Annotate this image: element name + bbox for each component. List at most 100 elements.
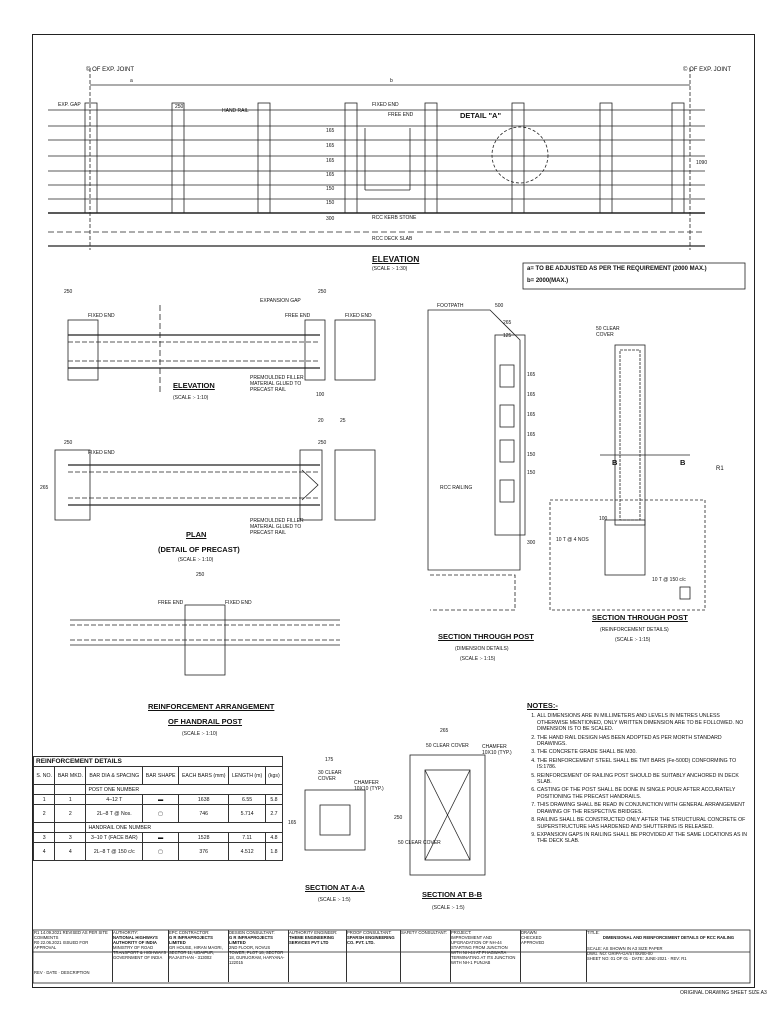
legend-line-b: b= 2000(MAX.): [527, 278, 569, 284]
elevation-title: ELEVATION: [372, 254, 420, 264]
pe-dim-250b: 250: [318, 289, 327, 295]
pe-exp-gap: EXPANSION GAP: [260, 298, 301, 304]
sp-dim-265: 265: [503, 320, 512, 326]
cell: 1: [32, 794, 56, 805]
cell: 4: [32, 842, 56, 861]
sp-dim-3: 165: [527, 412, 536, 418]
aa-title: SECTION AT A-A: [305, 883, 365, 892]
cell: 1638: [178, 794, 230, 805]
free-end-label: FREE END: [388, 112, 414, 118]
sp-dim-5: 150: [527, 452, 536, 458]
cell: 4–12 T: [85, 794, 144, 805]
cell: 2: [32, 804, 56, 823]
height-dim-7: 300: [326, 216, 335, 222]
rcc-deck-label: RCC DECK SLAB: [372, 236, 413, 242]
reinforcement-table: REINFORCEMENT DETAILS S. NO. BAR MKD. BA…: [32, 756, 284, 861]
cell: 4.8: [264, 832, 284, 843]
authority-block: AUTHORITY: NATIONAL HIGHWAYS AUTHORITY O…: [112, 930, 167, 982]
footer-note: ORIGINAL DRAWING SHEET SIZE A3: [680, 990, 767, 996]
bb-dim-250: 250: [394, 815, 403, 821]
sp-dim-7: 300: [527, 540, 536, 546]
sr-b-left: B: [612, 458, 618, 467]
note-item: THE REINFORCEMENT STEEL SHALL BE TMT BAR…: [537, 758, 749, 771]
sp-dim-125: 125: [503, 333, 512, 339]
notes-block: NOTES:- ALL DIMENSIONS ARE IN MILLIMETER…: [527, 701, 749, 847]
note-item: ALL DIMENSIONS ARE IN MILLIMETERS AND LE…: [537, 713, 749, 732]
exp-gap-label: EXP. GAP: [58, 102, 81, 108]
bb-title: SECTION AT B-B: [422, 890, 482, 899]
plan-dim-250a: 250: [64, 440, 73, 446]
pe-dim-250a: 250: [64, 289, 73, 295]
group-handrail: HANDRAIL ONE NUMBER: [85, 822, 283, 833]
signoff-block: DRAWN CHECKED APPROVED: [520, 930, 585, 982]
cell: 5.714: [228, 804, 266, 823]
hp-fixed-end: FIXED END: [225, 600, 252, 606]
pe-title: ELEVATION: [173, 381, 215, 390]
detail-a-label: DETAIL "A": [460, 111, 502, 120]
design-block: DESIGN CONSULTANT: G R INFRAPROJECTS LIM…: [228, 930, 287, 982]
hp-title-2: OF HANDRAIL POST: [168, 717, 243, 726]
dim-a: a: [130, 78, 133, 84]
sp-dim-6: 150: [527, 470, 536, 476]
cell: 2.7: [264, 804, 284, 823]
cell: 5.8: [264, 794, 284, 805]
sr-scale: (SCALE :- 1:15): [615, 637, 651, 643]
th-bar-mkd: BAR MKD.: [54, 766, 87, 785]
note-item: THE CONCRETE GRADE SHALL BE M30.: [537, 749, 749, 755]
group-post: POST ONE NUMBER: [85, 784, 283, 795]
pe-dim-25: 25: [340, 418, 346, 424]
height-dim-6: 150: [326, 200, 335, 206]
sp-dim-500: 500: [495, 303, 504, 309]
th-sno: S. NO.: [32, 766, 56, 785]
height-dim-3: 165: [326, 158, 335, 164]
cell: 6.55: [228, 794, 266, 805]
sr-cover: 50 CLEAR COVER: [596, 326, 620, 338]
left-joint-label: © OF EXP. JOINT: [86, 67, 134, 73]
cell: 2L–8 T @ 150 c/c: [85, 842, 144, 861]
note-item: RAILING SHALL BE CONSTRUCTED ONLY AFTER …: [537, 817, 749, 830]
cell: 4.512: [228, 842, 266, 861]
notes-list: ALL DIMENSIONS ARE IN MILLIMETERS AND LE…: [527, 713, 749, 844]
sr-bar2: 10 T @ 150 c/c: [652, 577, 686, 583]
sr-b-right: B: [680, 458, 686, 467]
cell: 3: [32, 832, 56, 843]
revision-block: R1 14.09.2021 REVISED AS PER SITE COMMEN…: [34, 930, 110, 982]
bb-chamfer: CHAMFER 10X10 (TYP.): [482, 744, 512, 756]
height-dim-2: 165: [326, 143, 335, 149]
pe-fixed-end: FIXED END: [88, 313, 115, 319]
table-row: 3 3 3–10 T (FACE BAR) ▬ 1528 7.11 4.8: [32, 832, 284, 843]
cell: 376: [178, 842, 230, 861]
legend-line-a: a= TO BE ADJUSTED AS PER THE REQUIREMENT…: [527, 266, 707, 272]
sp-dim-4: 165: [527, 432, 536, 438]
hp-free-end: FREE END: [158, 600, 184, 606]
cell: 4: [54, 842, 87, 861]
bar-shape-straight-icon: ▬: [142, 794, 180, 805]
cell: 746: [178, 804, 230, 823]
height-dim-1: 165: [326, 128, 335, 134]
sr-bar1: 10 T @ 4 NOS: [556, 537, 589, 543]
notes-title: NOTES:-: [527, 701, 558, 710]
pe-dim-100: 100: [316, 392, 325, 398]
aa-cover: 30 CLEAR COVER: [318, 770, 342, 782]
th-bar-shape: BAR SHAPE: [142, 766, 180, 785]
revision-row: R0 22.06.2021 ISSUED FOR APPROVAL: [34, 940, 89, 950]
plan-filler: PREMOULDED FILLER MATERIAL GLUED TO PREC…: [250, 518, 304, 536]
hp-dim: 250: [196, 572, 205, 578]
right-height-dim: 1090: [696, 160, 708, 166]
epc-block: EPC CONTRACTOR: G R INFRAPROJECTS LIMITE…: [168, 930, 227, 982]
revision-headers: REV · DATE · DESCRIPTION: [34, 970, 90, 975]
bar-shape-stirrup-icon: ▢: [142, 842, 180, 861]
cell: 2L–8 T @ Nos.: [85, 804, 144, 823]
hp-title-1: REINFORCEMENT ARRANGEMENT: [148, 702, 275, 711]
plan-fixed-end: FIXED END: [88, 450, 115, 456]
aa-dim-165: 165: [288, 820, 297, 826]
sp-rcc-railing: RCC RAILING: [440, 485, 473, 491]
pe-dim-20: 20: [318, 418, 324, 424]
note-item: CASTING OF THE POST SHALL BE DONE IN SIN…: [537, 787, 749, 800]
cell: 3: [54, 832, 87, 843]
title-block-main: TITLE: DIMENSIONAL AND REINFORCEMENT DET…: [586, 930, 750, 982]
note-item: REINFORCEMENT OF RAILING POST SHOULD BE …: [537, 773, 749, 786]
pe-scale: (SCALE :- 1:10): [173, 395, 209, 401]
th-kgs: (kgs): [264, 766, 284, 785]
